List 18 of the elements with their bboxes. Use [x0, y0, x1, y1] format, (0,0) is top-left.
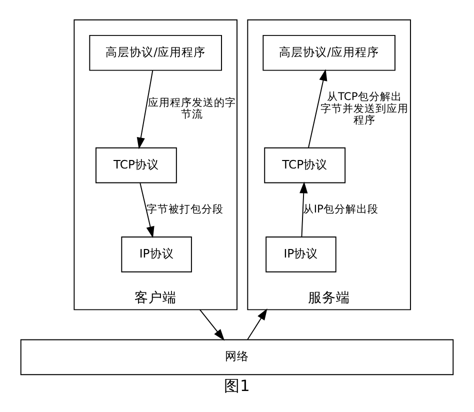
edge-label: 从TCP包分解出字节并发送到应用程序 — [320, 90, 408, 126]
node-box: TCP协议 — [264, 147, 346, 184]
node-box: TCP协议 — [96, 147, 177, 184]
edge-label: 从IP包分解出段 — [302, 202, 378, 216]
node-box: 高层协议/应用程序 — [89, 34, 222, 71]
arrow — [247, 308, 268, 340]
edge-label: 字节被打包分段 — [146, 202, 224, 216]
arrow — [308, 69, 328, 148]
caption: 图1 — [224, 376, 250, 395]
arrow — [300, 182, 308, 238]
arrow — [199, 309, 225, 341]
arrow — [136, 70, 154, 150]
arrow — [140, 182, 154, 238]
edge-label: 应用程序发送的字节流 — [148, 96, 236, 121]
node-box: IP协议 — [121, 236, 192, 272]
node-box: 网络 — [20, 339, 454, 376]
node-box: 高层协议/应用程序 — [262, 34, 396, 71]
node-box: IP协议 — [266, 236, 336, 272]
